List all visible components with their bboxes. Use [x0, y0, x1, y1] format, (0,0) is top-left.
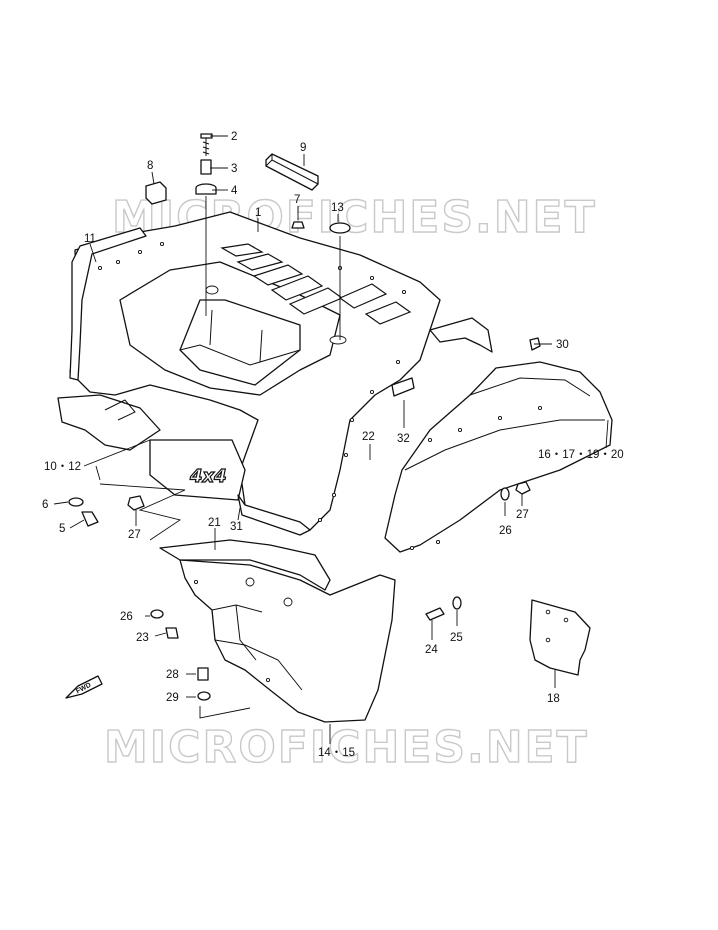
right-fender-flare [384, 361, 613, 553]
part-13-grommet [329, 222, 351, 234]
callout-32: 32 [397, 433, 410, 445]
part-26-right [500, 487, 510, 501]
rim-flap [429, 317, 493, 353]
callout-1: 1 [255, 207, 261, 219]
callout-6: 6 [42, 499, 48, 511]
part-5-bolt [81, 511, 99, 527]
callout-11: 11 [84, 233, 96, 245]
callout-3: 3 [231, 163, 237, 175]
callout-8: 8 [147, 160, 153, 172]
callout-29: 29 [166, 692, 179, 704]
callout-25: 25 [450, 632, 463, 644]
callout-5: 5 [59, 523, 65, 535]
callout-18: 18 [547, 693, 560, 705]
emblem-text: 4x4 [189, 466, 227, 487]
callout-21: 21 [208, 517, 221, 529]
watermark-bottom: MICROFICHES.NET [104, 722, 589, 773]
part-28-bolt [197, 667, 209, 681]
callout-27-left: 27 [128, 529, 141, 541]
left-guard [57, 394, 161, 451]
part-24-screw [425, 607, 445, 621]
fwd-direction-icon: FWD [65, 675, 103, 699]
callout-22: 22 [362, 431, 375, 443]
part-18-mud-flap [529, 599, 591, 676]
callout-7: 7 [294, 194, 300, 206]
part-8-block [145, 181, 167, 205]
callout-30: 30 [556, 339, 569, 351]
part-25-washer [452, 596, 462, 610]
callout-24: 24 [425, 644, 438, 656]
part-6-washer [68, 497, 84, 507]
side-strip-32 [391, 377, 415, 397]
mount-bracket [237, 494, 311, 536]
lower-mud-guard [179, 559, 396, 723]
callout-9: 9 [300, 142, 306, 154]
callout-14-15: 14・15 [318, 747, 355, 759]
callout-28: 28 [166, 669, 179, 681]
callout-31: 31 [230, 521, 243, 533]
callout-27-right: 27 [516, 509, 529, 521]
part-7 [291, 221, 305, 229]
callout-26-right: 26 [499, 525, 512, 537]
part-27-right [515, 481, 531, 495]
part-27-left [127, 495, 145, 511]
callout-10-12: 10・12 [44, 461, 81, 473]
fastener-stack-2-3-4 [195, 133, 217, 195]
rear-fender-main [69, 211, 441, 531]
callout-4: 4 [231, 185, 238, 197]
part-26-lower [150, 609, 164, 619]
callout-23: 23 [136, 632, 149, 644]
callout-13: 13 [331, 202, 344, 214]
callout-2: 2 [231, 131, 237, 143]
part-9-bar [265, 153, 319, 191]
callout-16-17-19-20: 16・17・19・20 [538, 449, 624, 461]
leader-lines [53, 135, 609, 744]
callout-labels: 2 3 4 8 9 7 13 1 11 30 32 22 16・17・19・20… [42, 131, 624, 759]
callout-26-lower: 26 [120, 611, 133, 623]
side-trim-left [69, 227, 147, 381]
part-23-bolt [165, 627, 179, 639]
emblem-plate: 4x4 [149, 439, 246, 501]
part-29-nut [197, 691, 211, 701]
liner-21 [159, 539, 331, 591]
